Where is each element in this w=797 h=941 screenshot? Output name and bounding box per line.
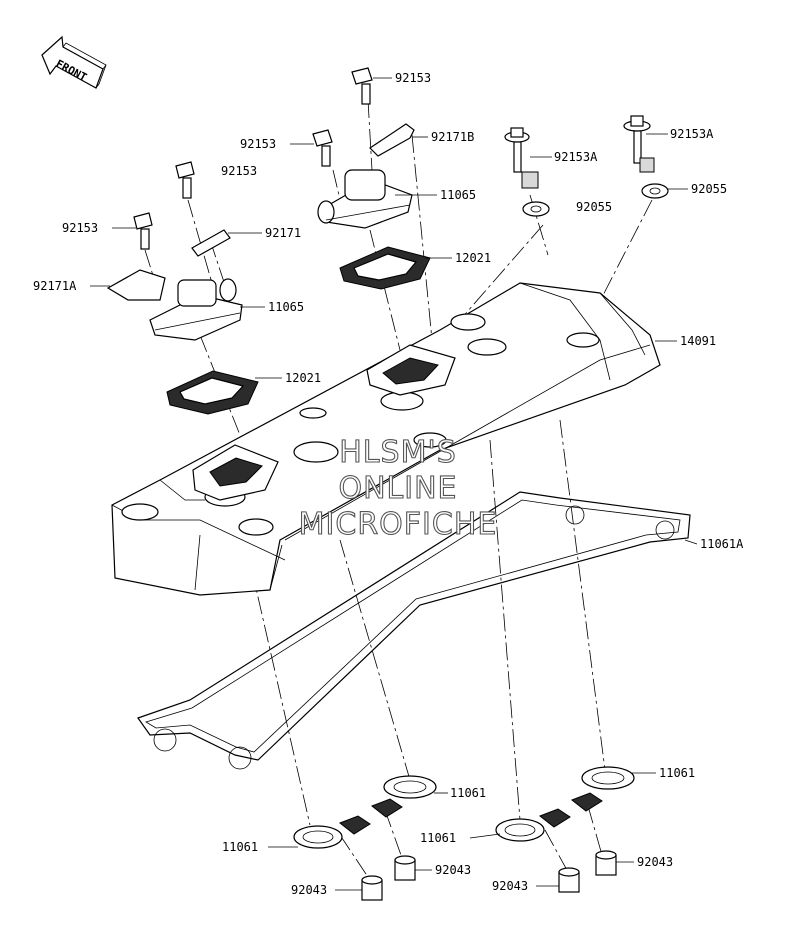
callout-92171: 92171: [265, 226, 301, 240]
callout-11061a: 11061A: [700, 537, 744, 551]
bolt-92153-far-left: [133, 212, 153, 250]
collar-92043-b: [394, 855, 416, 881]
bolt-92153-top: [351, 67, 373, 105]
callout-92171b: 92171B: [431, 130, 474, 144]
clamp-92171b: [369, 123, 415, 157]
callout-92153a-a: 92153A: [554, 150, 598, 164]
watermark-line-1: HLSM'S: [339, 435, 457, 470]
watermark-line-2: ONLINE: [338, 471, 457, 506]
bolt-92153a-a: [504, 127, 539, 189]
callout-92153-left: 92153: [221, 164, 257, 178]
clamp-92171a: [106, 269, 166, 301]
reed-plate-right: [339, 246, 431, 290]
callout-11061-a: 11061: [222, 840, 258, 854]
callout-12021-right: 12021: [455, 251, 491, 265]
washer-92055-a: [522, 201, 550, 217]
front-arrow-icon: FRONT: [41, 35, 107, 89]
collar-92043-a: [361, 875, 383, 901]
plug-seal-a: [293, 815, 371, 849]
callout-11061-d: 11061: [659, 766, 695, 780]
callout-92043-a: 92043: [291, 883, 327, 897]
callout-11065-left: 11065: [268, 300, 304, 314]
callout-92153a-b: 92153A: [670, 127, 714, 141]
reed-plate-left: [166, 370, 259, 415]
callout-92055-a: 92055: [576, 200, 612, 214]
bolt-92153-mid: [312, 129, 333, 167]
callout-14091: 14091: [680, 334, 716, 348]
cover-gasket: [137, 491, 691, 770]
callout-11061-b: 11061: [450, 786, 486, 800]
plug-seal-c: [495, 808, 571, 842]
pipe-cover-right: [317, 169, 413, 229]
washer-92055-b: [641, 183, 669, 199]
bolt-92153a-b: [623, 115, 655, 173]
cylinder-head-cover: [111, 282, 661, 596]
callout-92043-d: 92043: [637, 855, 673, 869]
callout-11065-right: 11065: [440, 188, 476, 202]
callout-92153-top: 92153: [395, 71, 431, 85]
plug-seal-d: [571, 766, 635, 812]
part-callouts: 92153 92153 92153 92153 92171B 92153A 92…: [33, 71, 744, 897]
watermark: HLSM'S ONLINE MICROFICHE: [298, 434, 498, 542]
plug-seal-b: [371, 775, 437, 818]
collar-92043-c: [558, 867, 580, 893]
bolt-92153-left: [175, 161, 195, 199]
pipe-cover-left: [149, 278, 243, 341]
watermark-line-3: MICROFICHE: [299, 507, 498, 542]
callout-92043-c: 92043: [492, 879, 528, 893]
callout-92171a: 92171A: [33, 279, 77, 293]
clamp-92171: [191, 229, 231, 257]
leader-lines: [90, 77, 698, 891]
callout-92153-far-left: 92153: [62, 221, 98, 235]
callout-92055-b: 92055: [691, 182, 727, 196]
collar-92043-d: [595, 850, 617, 876]
callout-12021-left: 12021: [285, 371, 321, 385]
callout-11061-c: 11061: [420, 831, 456, 845]
callout-92153-mid: 92153: [240, 137, 276, 151]
callout-92043-b: 92043: [435, 863, 471, 877]
